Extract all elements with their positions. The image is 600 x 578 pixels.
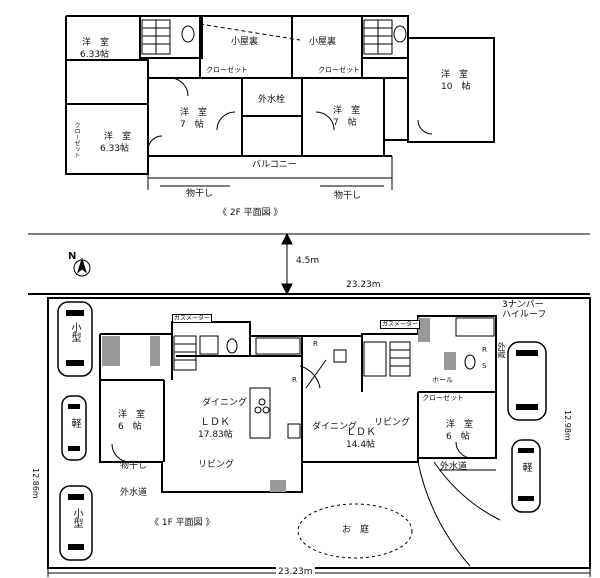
closet-right-label: クローゼット [318,66,360,74]
left-room6-name: 洋 室 [118,410,146,420]
right-room6-name: 洋 室 [446,420,474,430]
right-faucet-label: 外水道 [440,462,468,472]
left-ldk-size: 17.83帖 [198,430,233,440]
right-living-label: リビング [374,418,411,428]
closet-left-label: クローゼット [206,66,248,74]
room7-right-size: 7 帖 [333,118,357,128]
room7-right-name: 洋 室 [333,106,361,116]
compass-label: N [68,251,77,262]
right-meter-label: ガスメーター [380,320,421,329]
car-top-left-label: 小型 [69,322,80,342]
ne-room-name: 洋 室 [441,70,469,80]
balcony-label: バルコニー [252,160,297,170]
r-mark-3: R [482,346,487,354]
cars [57,301,547,561]
car-mid-left-label: 軽 [69,418,80,428]
right-ldk-label: ＬＤＫ [346,427,376,438]
car-right-top-label: 3ナンバー ハイルーフ [502,300,547,320]
width-top-label: 23.23m [346,280,381,290]
outer-column-label: 外水栓 [258,95,286,105]
bottom-width-label: 23.23m [276,567,315,577]
attic-right-label: 小屋裏 [309,37,337,47]
sw-room-size: 6.33帖 [100,144,130,154]
room7-left-name: 洋 室 [180,108,208,118]
right-closet-label: クローゼット [422,394,464,402]
drying-right-label: 物干し [334,191,362,201]
right-depth-label: 12.98m [563,410,572,441]
left-drying-label: 物干し [120,461,148,471]
closet-vertical-label: クローゼット [73,122,80,158]
left-living-label: リビング [198,460,235,470]
right-hall-label: ホール [432,376,453,384]
floor1-right-walls [302,315,497,463]
right-outer-storage-label: 外蔵 [497,342,506,358]
left-faucet-label: 外水道 [120,488,148,498]
room7-left-size: 7 帖 [180,120,204,130]
car-bottom-left-label: 小型 [71,508,82,528]
doors-2f [147,77,433,151]
nw-room-name: 洋 室 [82,38,110,48]
left-ldk-label: ＬＤＫ [200,417,230,428]
s-mark: S [482,362,487,370]
left-dining-label: ダイニング [202,398,248,408]
left-meter-label: ガスメーター [172,314,213,323]
drying-left-label: 物干し [186,189,214,199]
right-room6-size: 6 帖 [446,432,470,442]
ne-room-size: 10 帖 [441,82,471,92]
r-mark-2: R [292,376,297,384]
attic-left-label: 小屋裏 [231,37,259,47]
r-mark-1: R [313,340,318,348]
lot-boundary [47,297,591,569]
garden-label: お 庭 [342,525,370,535]
right-ldk-size: 14.4帖 [346,440,376,450]
left-room6-size: 6 帖 [118,422,142,432]
car-right-bottom-label: 軽 [520,462,531,472]
left-depth-label: 12.86m [31,468,40,499]
right-dining-label: ダイニング [312,422,358,432]
stairs-2f [141,19,407,55]
setback-label: 4.5m [296,256,320,266]
floor1-caption: 《 1F 平面図 》 [150,518,215,528]
nw-room-size: 6.33帖 [80,50,110,60]
gray-areas [102,318,456,492]
sw-room-name: 洋 室 [104,132,132,142]
floor2-walls [65,15,495,190]
floor2-caption: 《 2F 平面図 》 [218,208,283,218]
fixtures-1f [111,317,495,463]
